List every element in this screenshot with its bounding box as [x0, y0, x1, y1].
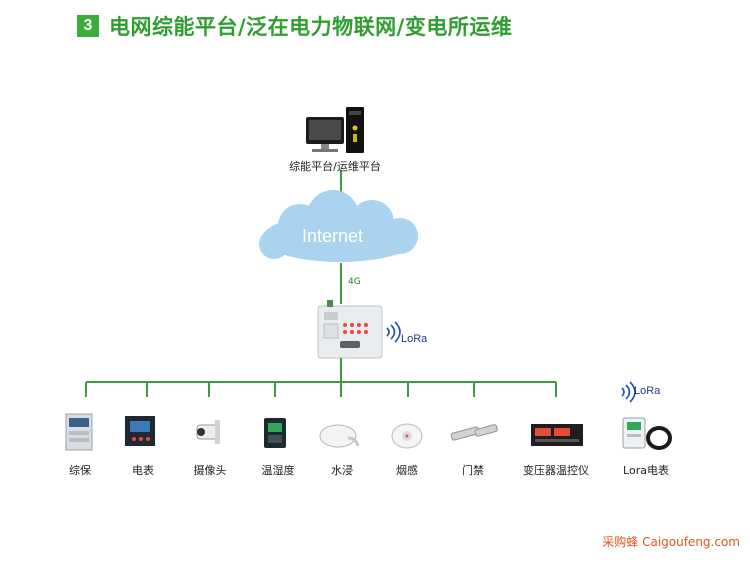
gateway-device-icon	[317, 300, 383, 359]
computer-icon	[306, 107, 364, 153]
footer-watermark: 采购蜂 Caigoufeng.com	[602, 535, 740, 549]
power-meter-icon	[125, 416, 155, 446]
section-title: 电网综能平台/泛在电力物联网/变电所运维	[109, 15, 513, 39]
camera-icon	[196, 420, 220, 444]
section-number-badge: 3	[77, 15, 99, 37]
lora-device-lora-label: LoRa	[634, 385, 661, 397]
device-label: 变压器温控仪	[523, 464, 589, 477]
device-label: 烟感	[396, 464, 418, 477]
lora-meter-icon	[622, 417, 672, 450]
bus-drops	[85, 382, 557, 397]
device-label: 综保	[69, 464, 91, 477]
lora-wave-icon-2	[621, 381, 636, 403]
door-sensor-icon	[450, 424, 498, 441]
humidity-sensor-icon	[264, 418, 286, 448]
cloud-label: Internet	[302, 226, 364, 246]
section-header: 3 电网综能平台/泛在电力物联网/变电所运维	[77, 12, 512, 40]
protection-relay-icon	[65, 413, 93, 451]
water-leak-sensor-icon	[319, 424, 360, 448]
lora-wave-icon	[386, 321, 401, 343]
top-node-label: 综能平台/运维平台	[289, 160, 381, 173]
device-label: 水浸	[331, 464, 353, 477]
transformer-temp-controller-icon	[531, 424, 583, 446]
device-label: 摄像头	[193, 464, 227, 477]
gateway-lora-label: LoRa	[401, 333, 428, 345]
link-label-4g: 4G	[348, 277, 361, 287]
lora-device-label: Lora电表	[623, 464, 669, 477]
smoke-detector-icon	[391, 423, 423, 449]
device-label: 门禁	[462, 464, 484, 477]
device-label: 温湿度	[261, 464, 295, 477]
internet-cloud-icon	[259, 190, 418, 262]
device-label: 电表	[132, 464, 154, 477]
